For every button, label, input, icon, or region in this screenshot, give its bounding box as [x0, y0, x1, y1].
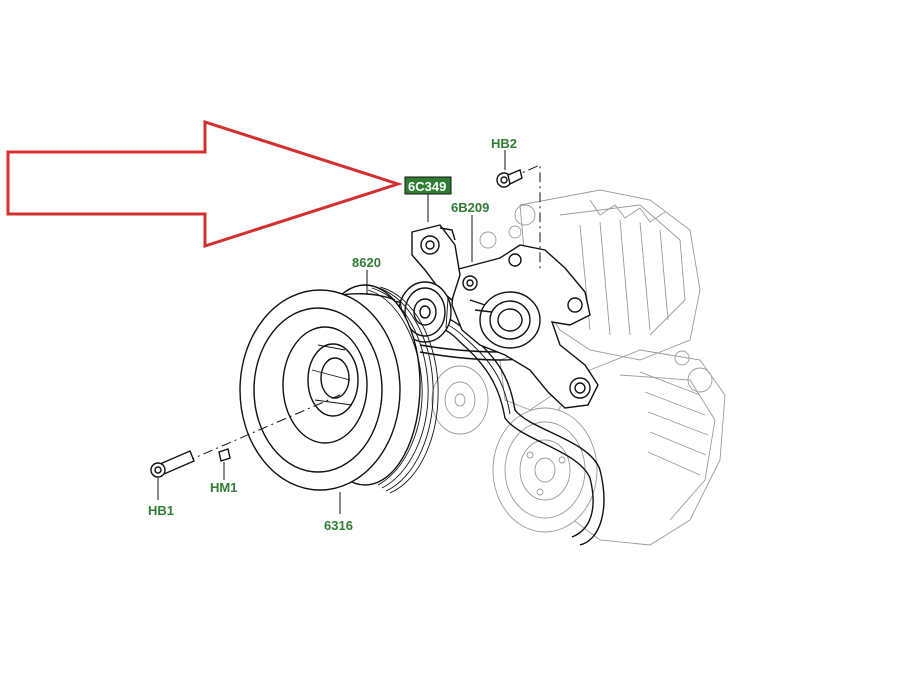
- callout-hm1: HM1: [210, 480, 237, 495]
- callout-hb2: HB2: [491, 136, 517, 151]
- tensioner-bracket: [451, 244, 599, 409]
- crankshaft-pulley: [239, 284, 439, 494]
- key-hm1: [218, 448, 231, 462]
- callout-6316: 6316: [324, 518, 353, 533]
- callout-hb1: HB1: [148, 503, 174, 518]
- belt-tensioner: [398, 224, 461, 343]
- callout-6b209: 6B209: [451, 200, 489, 215]
- bolt-hb1: [150, 450, 195, 478]
- pointer-arrow: [6, 119, 403, 249]
- callout-6c349: 6C349: [408, 179, 446, 194]
- compressor-pulley: [492, 407, 598, 533]
- callout-highlight-box: [404, 176, 452, 195]
- hb2-axis: [509, 164, 541, 270]
- leader-lines: [157, 150, 506, 514]
- callout-8620: 8620: [352, 255, 381, 270]
- bolt-hb2: [496, 169, 523, 188]
- idler-pulley-lower: [431, 365, 489, 435]
- crank-axis: [184, 394, 341, 463]
